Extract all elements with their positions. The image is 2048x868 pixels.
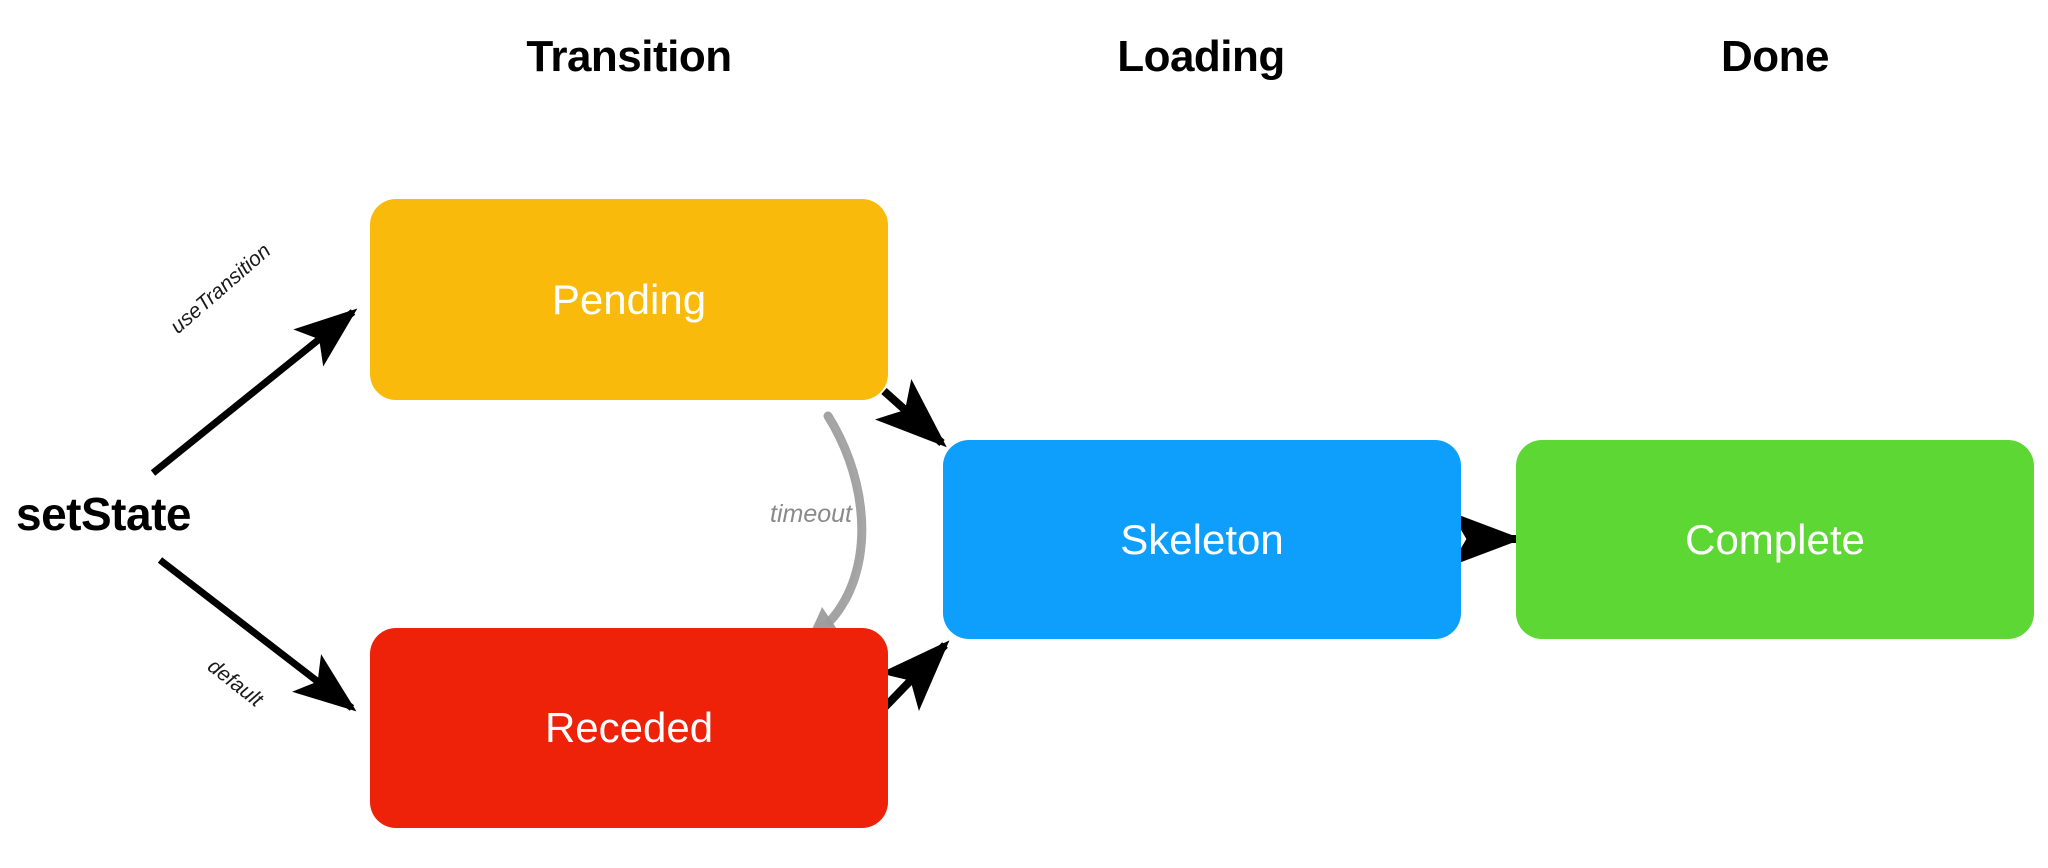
state-node-pending[interactable]: Pending xyxy=(370,199,888,400)
state-node-complete[interactable]: Complete xyxy=(1516,440,2034,639)
state-node-pending-label: Pending xyxy=(551,275,707,323)
edge-label-usetransition: useTransition xyxy=(166,239,276,339)
column-heading-loading: Loading xyxy=(1117,32,1285,81)
column-heading-transition: Transition xyxy=(526,32,732,81)
column-heading-done: Done xyxy=(1721,32,1830,81)
state-node-complete-label: Complete xyxy=(1685,515,1865,563)
edge-pending-to-receded-timeout xyxy=(804,411,867,645)
edge-label-timeout: timeout xyxy=(770,500,852,528)
state-node-skeleton[interactable]: Skeleton xyxy=(943,440,1461,639)
state-node-skeleton-label: Skeleton xyxy=(1120,515,1284,563)
edge-label-default: default xyxy=(203,654,268,712)
edge-receded-to-skeleton xyxy=(879,640,950,712)
state-node-receded-label: Receded xyxy=(544,704,714,751)
entry-label-setstate: setState xyxy=(16,488,191,540)
edge-pending-to-skeleton xyxy=(874,378,947,448)
state-node-receded[interactable]: Receded xyxy=(370,628,888,828)
